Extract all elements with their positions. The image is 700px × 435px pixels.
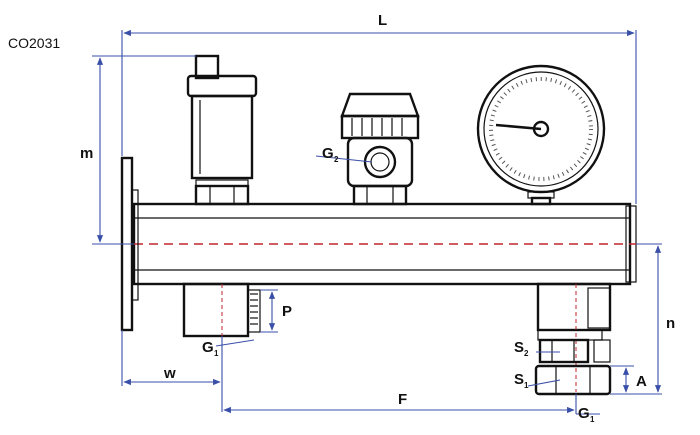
svg-text:G: G: [202, 339, 214, 356]
bottom-left-outlet: [182, 282, 261, 338]
svg-text:1: 1: [590, 415, 595, 424]
svg-text:G: G: [578, 405, 590, 422]
thread-label-G2: G 2: [322, 145, 339, 164]
thread-label-S1: S 1: [514, 371, 529, 390]
svg-text:S: S: [514, 339, 524, 356]
svg-text:1: 1: [214, 349, 219, 358]
svg-text:2: 2: [524, 349, 529, 358]
thread-label-S2: S 2: [514, 339, 529, 358]
dimension-F-label: F: [398, 391, 407, 408]
dimension-n-label: n: [666, 315, 675, 332]
thread-label-G1-main: G 1: [202, 339, 219, 358]
dimension-A-label: A: [636, 373, 647, 390]
valve-icon: [340, 92, 420, 206]
dimension-m-label: m: [80, 145, 93, 162]
svg-text:S: S: [514, 371, 524, 388]
air-vent-icon: [186, 54, 258, 206]
pressure-gauge-icon: [476, 64, 606, 206]
manifold-pipe: [132, 202, 637, 286]
dimension-w-label: w: [163, 365, 176, 382]
dimension-P-label: P: [282, 303, 292, 320]
thread-label-G1-bottom: G 1: [578, 405, 595, 424]
svg-text:2: 2: [334, 155, 339, 164]
dimension-lines: [92, 29, 662, 415]
bottom-right-assembly: [534, 282, 612, 396]
svg-text:1: 1: [524, 381, 529, 390]
product-code: CO2031: [8, 35, 60, 51]
dimension-L-label: L: [378, 12, 387, 29]
svg-text:G: G: [322, 145, 334, 162]
